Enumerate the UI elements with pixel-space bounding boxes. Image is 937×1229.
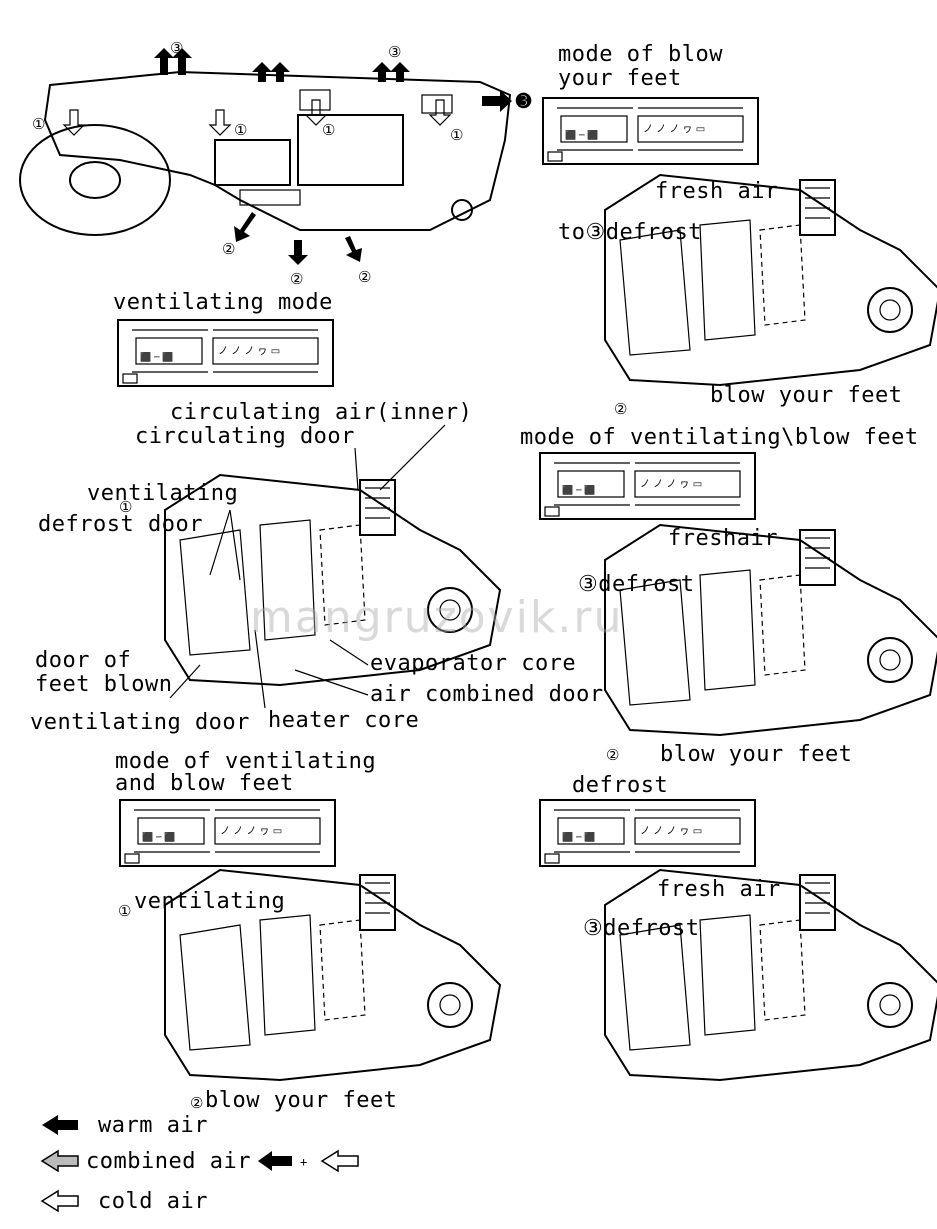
label-heater-core: heater core xyxy=(268,708,420,733)
heater-box-vent-blow-feet xyxy=(604,524,937,736)
label-ventilating: ventilating xyxy=(87,481,239,506)
panel-vent-and-feet xyxy=(119,799,336,867)
panel-blow-feet xyxy=(542,97,759,165)
label-mode-vent-and: mode of ventilating xyxy=(115,749,377,774)
marker-3-bold: ➌ xyxy=(516,91,532,112)
label-evaporator-core: evaporator core xyxy=(370,651,577,676)
label-blow-feet-3: blow your feet xyxy=(205,1088,398,1113)
marker-2: ② xyxy=(614,400,628,418)
marker-3: ③ xyxy=(170,39,184,57)
marker-2: ② xyxy=(606,746,620,764)
label-mode-vent-blow-feet: mode of ventilating\blow feet xyxy=(520,425,919,450)
label-blow-feet-2: blow your feet xyxy=(660,742,853,767)
label-freshair: freshair xyxy=(668,526,778,551)
label-ventilating-door: ventilating door xyxy=(30,710,250,735)
heater-box-blow-feet xyxy=(604,174,937,386)
label-mode-blow-feet-2: your feet xyxy=(558,66,682,91)
marker-1: ① xyxy=(118,902,132,920)
marker-2: ② xyxy=(358,268,372,286)
label-ventilating-mode: ventilating mode xyxy=(113,290,333,315)
combined-air-arrow-icon xyxy=(40,1149,79,1173)
marker-1: ① xyxy=(234,121,248,139)
panel-vent-blow-feet xyxy=(539,452,756,520)
label-mode-blow-feet: mode of blow xyxy=(558,42,723,67)
label-circulating-air: circulating air(inner) xyxy=(170,400,473,425)
marker-1: ① xyxy=(450,126,464,144)
panel-defrost xyxy=(539,799,756,867)
label-defrost-3: ③defrost xyxy=(583,916,700,941)
panel-ventilating xyxy=(117,319,334,387)
legend-plus: + xyxy=(300,1155,308,1169)
legend-combined-air: combined air xyxy=(86,1149,251,1174)
label-fresh-air-3: fresh air xyxy=(657,877,781,902)
marker-2: ② xyxy=(190,1094,204,1112)
label-to-defrost: to③defrost xyxy=(558,220,702,245)
label-defrost: ③defrost xyxy=(578,572,695,597)
watermark: mangruzovik.ru xyxy=(250,592,624,643)
marker-3: ③ xyxy=(388,43,402,61)
label-mode-vent-and-2: and blow feet xyxy=(115,771,294,796)
marker-2: ② xyxy=(222,240,236,258)
label-air-combined-door: air combined door xyxy=(370,682,604,707)
warm-air-arrow-icon xyxy=(42,1115,78,1135)
label-ventilating-2: ventilating xyxy=(134,889,286,914)
label-feet-blown: feet blown xyxy=(35,672,173,697)
marker-1: ① xyxy=(32,115,46,133)
marker-1: ① xyxy=(322,121,336,139)
marker-2: ② xyxy=(290,270,304,288)
marker-1: ① xyxy=(119,498,133,516)
dashboard-overview xyxy=(19,48,512,265)
cold-air-arrow-icon xyxy=(40,1189,79,1213)
warm-air-small-arrow-icon xyxy=(258,1151,292,1171)
label-circulating-door: circulating door xyxy=(135,424,355,449)
label-defrost-door: defrost door xyxy=(38,512,203,537)
legend-warm-air: warm air xyxy=(98,1113,208,1138)
label-blow-feet: blow your feet xyxy=(710,383,903,408)
label-door-of: door of xyxy=(35,648,132,673)
label-fresh-air: fresh air xyxy=(655,179,779,204)
legend-cold-air: cold air xyxy=(98,1189,208,1214)
cold-air-small-arrow-icon xyxy=(320,1149,359,1173)
label-defrost-title: defrost xyxy=(572,773,669,798)
